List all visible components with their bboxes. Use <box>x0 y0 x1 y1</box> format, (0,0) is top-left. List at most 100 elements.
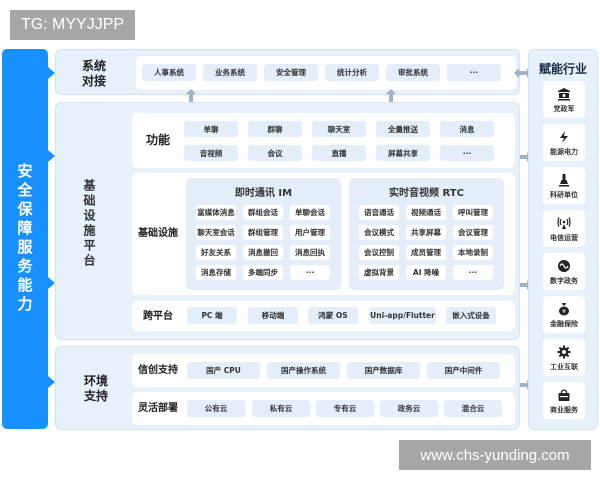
wave-circle-icon <box>556 258 572 274</box>
platform-chip[interactable]: 移动端 <box>248 307 298 324</box>
industry-card-research[interactable]: 科研单位 <box>543 167 585 204</box>
industry-card-government[interactable]: 党政军 <box>543 81 585 118</box>
platform-chip[interactable]: 嵌入式设备 <box>446 307 496 324</box>
function-chip[interactable]: 全量推送 <box>376 121 430 137</box>
signal-tower-icon <box>556 215 572 231</box>
function-chip[interactable]: 直播 <box>312 145 366 161</box>
function-chip[interactable]: 会议 <box>248 145 302 161</box>
im-chip[interactable]: 聊天室会话 <box>196 225 236 240</box>
im-chip[interactable]: 富媒体消息 <box>196 205 236 220</box>
im-chip[interactable]: 群组管理 <box>243 225 283 240</box>
watermark-bottom: www.chs-yunding.com <box>399 440 591 470</box>
arrow-right-icon <box>48 277 55 289</box>
system-chip[interactable]: 审批系统 <box>386 64 440 81</box>
function-chip[interactable]: 屏幕共享 <box>376 145 430 161</box>
industry-card-energy[interactable]: 能源电力 <box>543 124 585 161</box>
more-chip[interactable]: ··· <box>440 145 494 161</box>
industry-card-commerce[interactable]: 商业服务 <box>543 382 585 419</box>
infrastructure-section: 基础设施 即时通讯 IM 富媒体消息 群组会话 单聊会话 聊天室会话 群组管理 … <box>132 173 515 295</box>
deployment-chip[interactable]: 政务云 <box>380 400 438 417</box>
industry-card-finance[interactable]: ¥ 金融保险 <box>543 296 585 333</box>
money-bag-icon: ¥ <box>556 301 572 317</box>
more-chip[interactable]: ··· <box>453 265 493 280</box>
industry-label: 电信运营 <box>550 233 578 242</box>
more-chip[interactable]: ··· <box>447 64 501 81</box>
svg-text:¥: ¥ <box>562 308 566 315</box>
rtc-chip[interactable]: 会议管理 <box>453 225 493 240</box>
label-line: 支持 <box>83 389 108 403</box>
environment-support-label: 环境 支持 <box>78 374 114 404</box>
im-chip[interactable]: 多端同步 <box>243 265 283 280</box>
industry-label: 工业互联 <box>550 362 578 371</box>
system-integration-label: 系统 对接 <box>76 59 112 89</box>
gear-icon <box>556 344 572 360</box>
im-chip[interactable]: 消息回执 <box>290 245 330 260</box>
rtc-chip[interactable]: 共享屏幕 <box>406 225 446 240</box>
rtc-chip[interactable]: 会议模式 <box>359 225 399 240</box>
rtc-panel: 实时音视频 RTC 语音通话 视频通话 呼叫管理 会议模式 共享屏幕 会议管理 … <box>349 178 504 290</box>
system-chip[interactable]: 安全管理 <box>264 64 318 81</box>
more-chip[interactable]: ··· <box>290 265 330 280</box>
function-chip[interactable]: 群聊 <box>248 121 302 137</box>
functions-label: 功能 <box>145 133 170 147</box>
environment-support-panel: 环境 支持 信创支持 国产 CPU 国产操作系统 国产数据库 国产中间件 灵活部… <box>55 346 520 430</box>
function-chip[interactable]: 聊天室 <box>312 121 366 137</box>
im-chip[interactable]: 单聊会话 <box>290 205 330 220</box>
security-service-label: 安全保障服务能力 <box>15 163 34 315</box>
rtc-chip[interactable]: 视频通话 <box>406 205 446 220</box>
functions-section: 功能 单聊 群聊 聊天室 全量推送 消息 音视频 会议 直播 屏幕共享 ··· <box>132 113 515 168</box>
watermark-top: TG: MYYJJPP <box>10 10 135 40</box>
im-chip[interactable]: 好友关系 <box>196 245 236 260</box>
industries-title: 赋能行业 <box>538 62 587 76</box>
xinchuang-chip[interactable]: 国产数据库 <box>347 362 420 379</box>
im-title: 即时通讯 IM <box>234 188 293 199</box>
im-chip[interactable]: 消息撤回 <box>243 245 283 260</box>
function-chip[interactable]: 单聊 <box>184 121 238 137</box>
security-service-bar: 安全保障服务能力 <box>2 49 48 429</box>
rtc-chip[interactable]: 本地录制 <box>453 245 493 260</box>
xinchuang-chip[interactable]: 国产操作系统 <box>267 362 340 379</box>
rtc-chip[interactable]: 虚拟背景 <box>359 265 399 280</box>
industries-panel: 赋能行业 党政军 能源电力 科研单位 电信运营 数字政务 ¥ 金融保险 <box>528 49 598 430</box>
im-chip[interactable]: 用户管理 <box>290 225 330 240</box>
im-panel: 即时通讯 IM 富媒体消息 群组会话 单聊会话 聊天室会话 群组管理 用户管理 … <box>186 178 341 290</box>
infrastructure-label: 基础设施 <box>138 228 178 239</box>
rtc-chip[interactable]: 呼叫管理 <box>453 205 493 220</box>
function-chip[interactable]: 消息 <box>440 121 494 137</box>
deployment-chip[interactable]: 私有云 <box>252 400 310 417</box>
system-chip[interactable]: 业务系统 <box>203 64 257 81</box>
rtc-chip[interactable]: 语音通话 <box>359 205 399 220</box>
label-line: 系统 <box>81 59 106 73</box>
rtc-title: 实时音视频 RTC <box>389 188 464 199</box>
industry-label: 党政军 <box>553 104 575 113</box>
im-chip[interactable]: 群组会话 <box>243 205 283 220</box>
xinchuang-chip[interactable]: 国产中间件 <box>427 362 500 379</box>
function-chip[interactable]: 音视频 <box>184 145 238 161</box>
deployment-chip[interactable]: 公有云 <box>187 400 245 417</box>
xinchuang-label: 信创支持 <box>138 365 178 376</box>
arrow-right-icon <box>48 376 55 388</box>
rtc-chip[interactable]: 会议控制 <box>359 245 399 260</box>
rtc-chip[interactable]: AI 降噪 <box>406 265 446 280</box>
platform-chip[interactable]: 鸿蒙 OS <box>308 307 358 324</box>
industry-card-digital-government[interactable]: 数字政务 <box>543 253 585 290</box>
deployment-chip[interactable]: 专有云 <box>316 400 374 417</box>
system-integration-panel: 系统 对接 人事系统 业务系统 安全管理 统计分析 审批系统 ··· <box>55 49 520 95</box>
rtc-chip[interactable]: 成员管理 <box>406 245 446 260</box>
system-chip[interactable]: 统计分析 <box>325 64 379 81</box>
infrastructure-platform-panel: 基础设施平台 功能 单聊 群聊 聊天室 全量推送 消息 音视频 会议 直播 屏幕… <box>55 102 520 340</box>
industry-label: 商业服务 <box>550 405 578 414</box>
label-line: 对接 <box>81 74 106 88</box>
im-chip[interactable]: 消息存储 <box>196 265 236 280</box>
platform-chip[interactable]: Uni-app/Flutter <box>369 307 436 324</box>
deployment-section: 灵活部署 公有云 私有云 专有云 政务云 混合云 <box>132 392 515 425</box>
industry-label: 能源电力 <box>550 147 578 156</box>
industry-card-industrial[interactable]: 工业互联 <box>543 339 585 376</box>
deployment-chip[interactable]: 混合云 <box>444 400 502 417</box>
platform-chip[interactable]: PC 端 <box>187 307 237 324</box>
system-chip[interactable]: 人事系统 <box>142 64 196 81</box>
industry-card-telecom[interactable]: 电信运营 <box>543 210 585 247</box>
shopping-bag-icon <box>556 387 572 403</box>
xinchuang-chip[interactable]: 国产 CPU <box>187 362 260 379</box>
label-line: 环境 <box>83 374 108 388</box>
